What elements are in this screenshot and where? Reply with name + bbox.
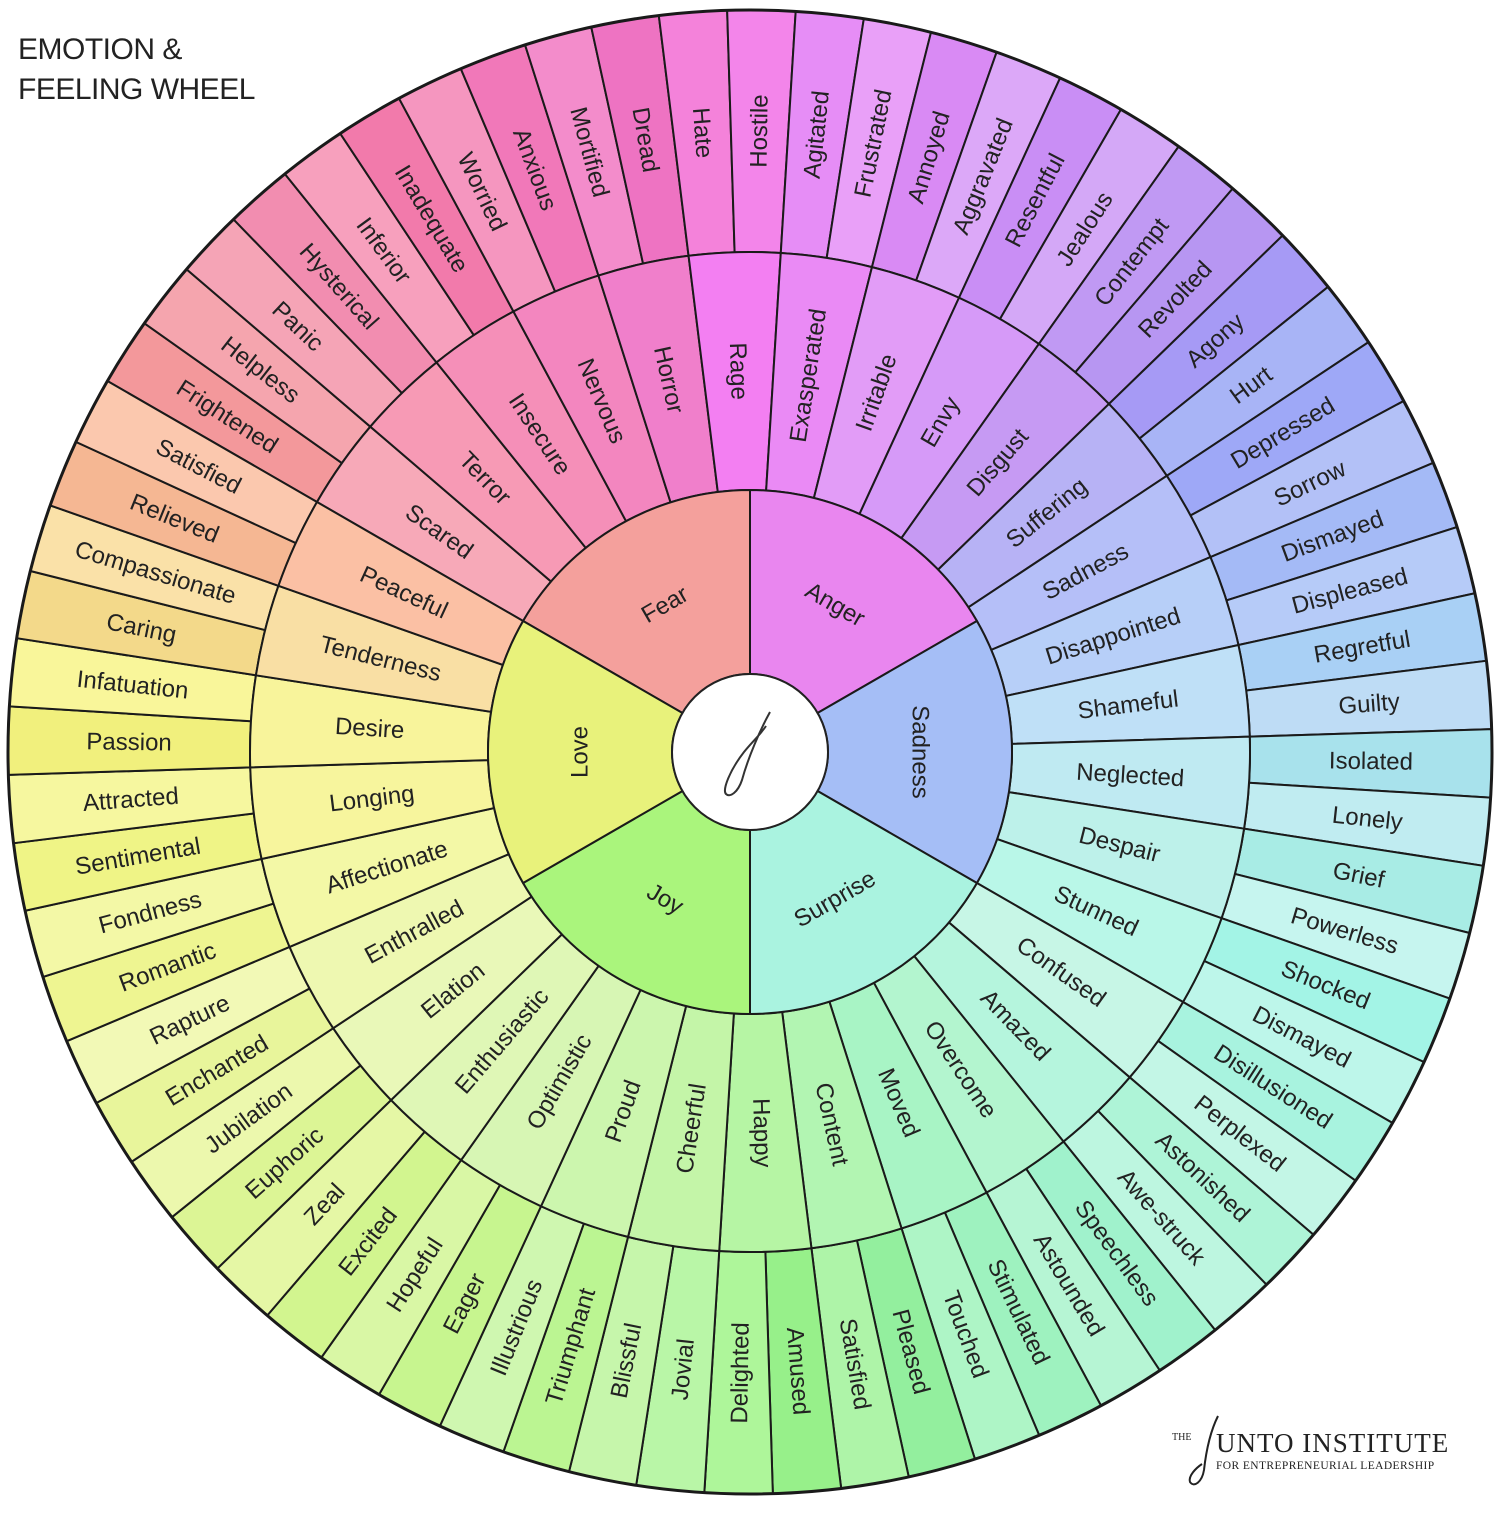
middle-label-happy: Happy [747,1098,776,1168]
page-title: EMOTION & FEELING WHEEL [18,30,255,110]
core-label-love: Love [567,726,594,778]
outer-label-isolated: Isolated [1329,747,1413,775]
logo-name: UNTO INSTITUTE [1216,1428,1450,1458]
logo-tagline: FOR ENTREPRENEURIAL LEADERSHIP [1216,1460,1435,1472]
outer-label-amused: Amused [781,1326,815,1416]
institute-logo: THE UNTO INSTITUTE FOR ENTREPRENEURIAL L… [1170,1415,1480,1520]
middle-label-desire: Desire [334,713,405,744]
core-label-sadness: Sadness [907,705,934,798]
outer-ring: FrightenedHelplessPanicHystericalInferio… [7,9,1493,1495]
middle-label-neglected: Neglected [1076,759,1186,793]
outer-label-hostile: Hostile [745,94,773,168]
outer-label-delighted: Delighted [726,1322,755,1424]
quill-j-icon [1188,1415,1219,1486]
logo-the: THE [1172,1432,1192,1443]
outer-label-guilty: Guilty [1338,688,1401,720]
wheel-border [6,8,1494,1496]
outer-label-jovial: Jovial [666,1337,699,1401]
outer-label-hate: Hate [687,107,718,160]
outer-label-passion: Passion [86,728,172,756]
quill-j-logo-icon [724,711,771,797]
title-line-1: EMOTION & [18,33,182,66]
middle-label-rage: Rage [724,342,753,400]
title-line-2: FEELING WHEEL [18,73,255,106]
center-hub [671,673,829,831]
